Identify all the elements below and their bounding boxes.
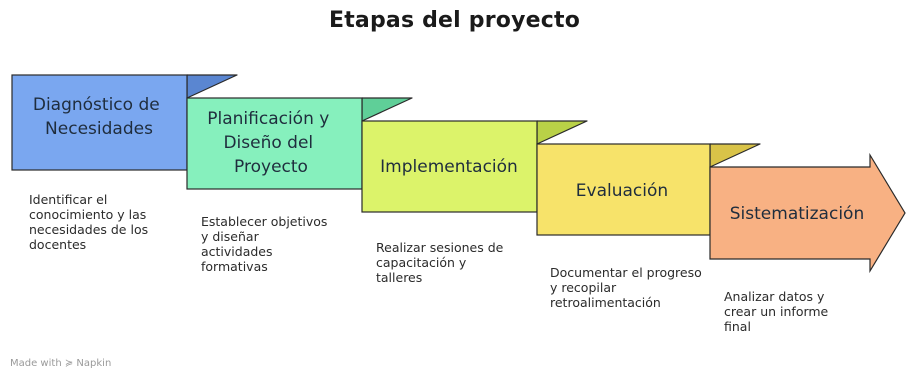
stage-diagnostico-title-line: Diagnóstico de: [33, 95, 160, 115]
stage-diagnostico-title: Diagnóstico de Necesidades: [33, 95, 165, 139]
stage-diagnostico-title-line: Necesidades: [45, 119, 153, 139]
stage-implementacion-fold: [536, 120, 588, 145]
stage-implementacion: Implementación: [361, 120, 588, 213]
stage-planificacion-description: Establecer objetivos y diseñar actividad…: [201, 214, 328, 274]
stage-evaluacion-description: Documentar el progreso y recopilar retro…: [550, 265, 702, 310]
stage-diagnostico-box: [11, 74, 188, 171]
napkin-icon: ≽: [64, 358, 74, 369]
stage-diagnostico-fold: [186, 74, 238, 99]
stage-planificacion-title-line: Planificación y: [207, 109, 329, 129]
stage-planificacion-box: [186, 97, 363, 190]
stage-planificacion-fold: [361, 97, 413, 122]
stage-planificacion: Planificación y Diseño del Proyecto: [186, 97, 413, 190]
footer-credit: Made with ≽ Napkin: [10, 358, 111, 369]
stage-planificacion-title: Planificación y Diseño del Proyecto: [207, 109, 334, 177]
footer-made-with: Made with: [10, 358, 62, 369]
footer-brand: Napkin: [76, 358, 112, 369]
stage-evaluacion-fold: [709, 143, 761, 168]
stage-implementacion-title: Implementación: [380, 157, 518, 177]
stage-implementacion-description: Realizar sesiones de capacitación y tall…: [376, 240, 504, 285]
stage-planificacion-title-line: Diseño del: [223, 133, 313, 153]
stage-implementacion-title-line: Implementación: [380, 157, 518, 177]
stage-sistematizacion-description: Analizar datos y crear un informe final: [724, 289, 829, 334]
stage-sistematizacion: Sistematización: [709, 152, 906, 274]
stage-planificacion-title-line: Proyecto: [234, 157, 308, 177]
stage-sistematizacion-arrow: [709, 152, 906, 274]
stage-evaluacion-title-line: Evaluación: [576, 181, 668, 201]
stage-evaluacion-title: Evaluación: [576, 181, 668, 201]
diagram-title: Etapas del proyecto: [328, 8, 581, 33]
stage-diagnostico-description: Identificar el conocimiento y las necesi…: [29, 192, 149, 252]
stage-sistematizacion-title: Sistematización: [730, 204, 864, 224]
stage-sistematizacion-title-line: Sistematización: [730, 204, 864, 224]
stage-diagnostico: Diagnóstico de Necesidades: [11, 74, 238, 171]
